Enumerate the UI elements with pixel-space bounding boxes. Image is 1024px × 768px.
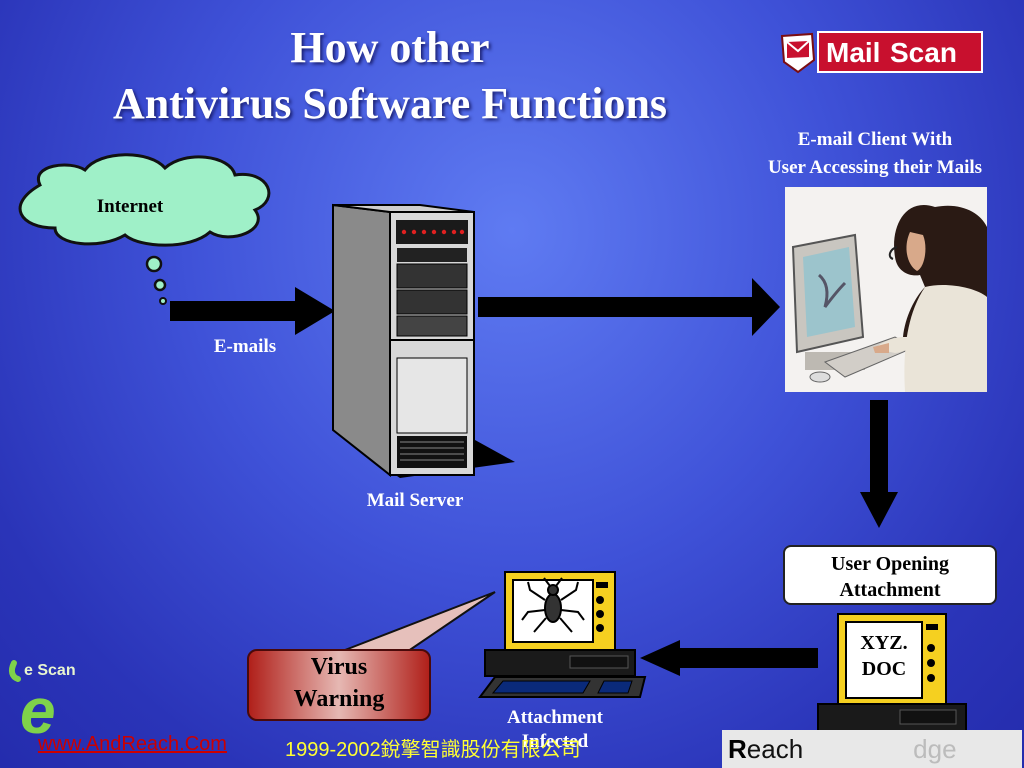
reach-logo-rest: each <box>746 734 804 764</box>
virus-warning-line-2: Warning <box>293 686 385 712</box>
client-label-line-2: User Accessing their Mails <box>767 157 983 178</box>
slide-title: How other Antivirus Software Functions <box>60 20 720 132</box>
attachment-infected-label: Attachment Infected <box>480 706 630 754</box>
footer-url-link[interactable]: www.AndReach.Com <box>38 733 227 755</box>
escan-corner-logo: e Scan e <box>2 655 97 747</box>
arrow-to-server <box>170 287 335 335</box>
arrow-down <box>860 400 898 528</box>
arrow-to-client <box>478 278 780 336</box>
file-name-line-1: XYZ. <box>860 632 908 654</box>
title-line-1: How other <box>290 23 490 72</box>
user-opening-attachment-box: User Opening Attachment <box>783 545 997 605</box>
emails-label: E-mails <box>213 336 277 357</box>
client-label-line-1: E-mail Client With <box>797 129 953 150</box>
mail-server-icon <box>332 203 515 478</box>
logo-text-mail: Mail <box>826 37 880 68</box>
reach-logo-tail: dge <box>913 734 957 764</box>
footer-copyright: 1999-2002銳擎智識股份有限公司 <box>285 739 581 761</box>
internet-cloud <box>18 153 271 305</box>
attachment-infected-line-1: Attachment <box>506 707 604 728</box>
reach-edge-logo: Reach dge <box>722 730 1022 768</box>
mail-server-label: Mail Server <box>366 490 464 511</box>
bug-icon <box>521 577 585 633</box>
escan-logo-letter: e <box>20 675 56 735</box>
attachment-infected-line-2: Infected <box>521 731 589 752</box>
envelope-shield-icon <box>780 32 816 74</box>
title-line-2: Antivirus Software Functions <box>112 79 668 128</box>
user-at-computer-photo <box>785 187 987 392</box>
file-name-label: XYZ. DOC <box>846 630 922 682</box>
virus-warning-line-1: Virus <box>310 654 368 680</box>
reach-logo-r: R <box>728 734 747 764</box>
user-opening-line-2: Attachment <box>839 579 941 601</box>
infected-computer-icon <box>478 571 647 698</box>
file-name-line-2: DOC <box>861 658 907 680</box>
internet-label: Internet <box>96 196 164 217</box>
user-opening-line-1: User Opening <box>831 553 949 575</box>
escan-logo-text: e Scan <box>24 662 76 679</box>
arrow-to-infected <box>640 640 818 676</box>
mailscan-logo: Mail Scan <box>780 31 983 74</box>
virus-warning-box: Virus Warning <box>247 649 431 721</box>
client-label: E-mail Client With User Accessing their … <box>735 126 1015 182</box>
logo-text-scan: Scan <box>890 37 957 68</box>
